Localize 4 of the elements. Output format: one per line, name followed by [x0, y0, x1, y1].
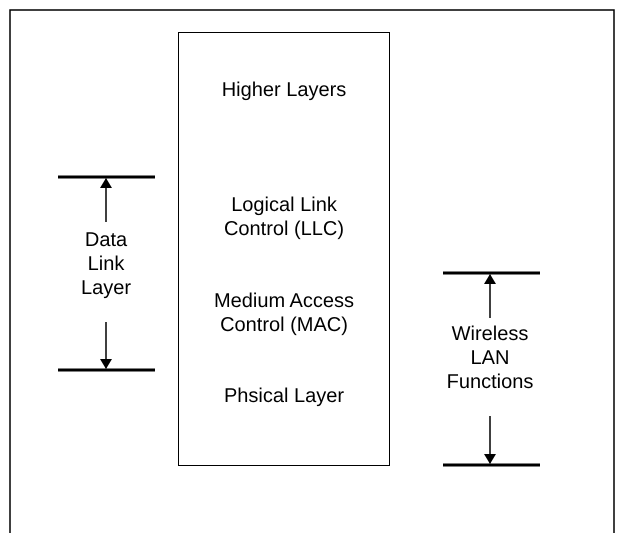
layer-box: Medium Access Control (MAC) [178, 273, 390, 371]
layer-box: Higher Layers [178, 32, 390, 178]
layer-box: Phsical Layer [178, 370, 390, 466]
layer-box: Logical Link Control (LLC) [178, 177, 390, 274]
